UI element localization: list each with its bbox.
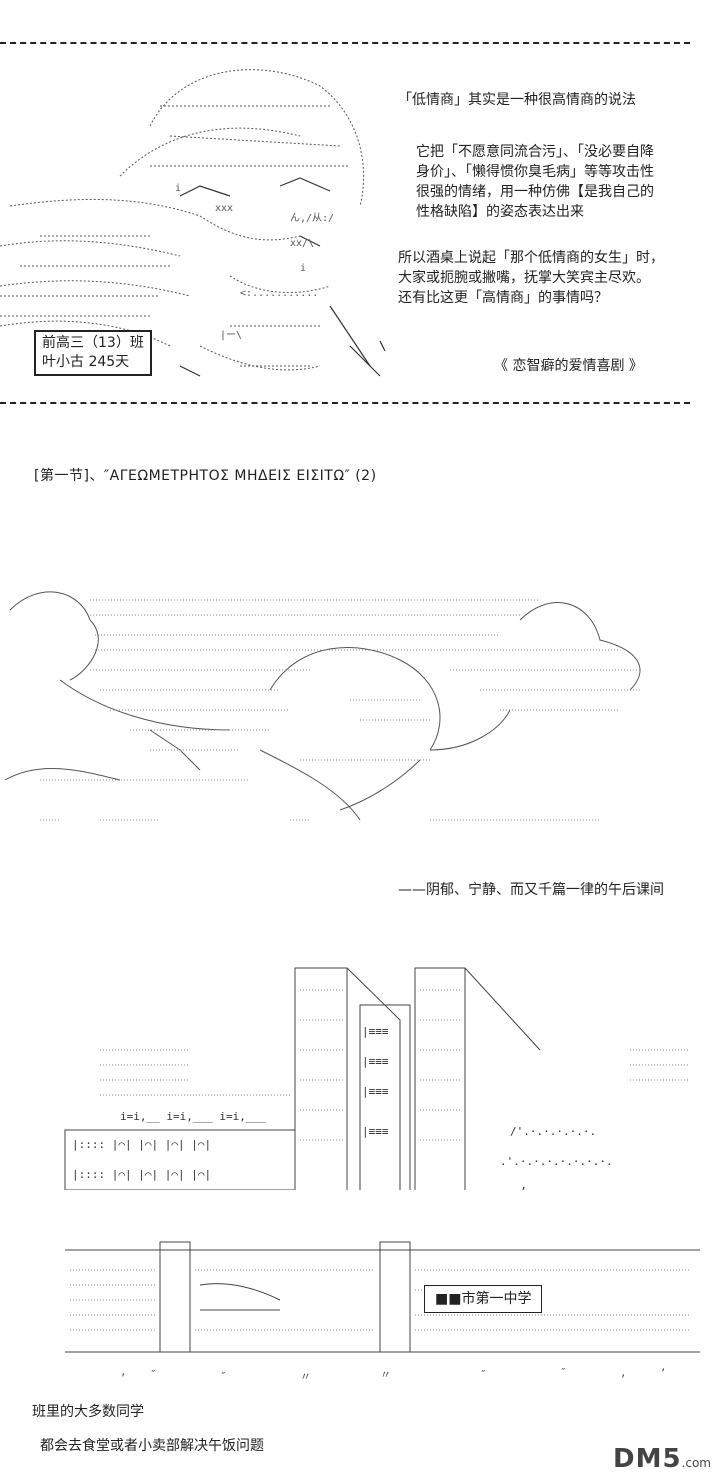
svg-text:|≡≡≡: |≡≡≡ (362, 1025, 389, 1038)
panel1-top-border (0, 42, 690, 44)
svg-text:,: , (660, 1360, 667, 1373)
svg-text:|ー\: |ー\ (220, 330, 242, 341)
site-watermark: DM5.com (613, 1444, 711, 1474)
section-title-text: [第一节]、″ΑΓΕΩΜΕΤΡΗΤΟΣ ΜΗΔΕΙΣ ΕΙΣΙΤΩ″ (2) (34, 468, 377, 484)
narration-line-2: 都会去食堂或者小卖部解决午饭问题 (40, 1436, 264, 1456)
svg-text:|≡≡≡: |≡≡≡ (362, 1085, 389, 1098)
svg-text:″: ″ (150, 1368, 157, 1381)
svg-text:i: i (175, 183, 181, 194)
svg-text:/'.·.·.·.·.·.: /'.·.·.·.·.·. (510, 1125, 596, 1138)
bubble2-line-1: 它把「不愿意同流合污」、「没必要自降 (416, 144, 654, 160)
svg-text:ん,/从:/: ん,/从:/ (290, 212, 334, 224)
panel1-bottom-border (0, 402, 690, 404)
narration-line-2-text: 都会去食堂或者小卖部解决午饭问题 (40, 1438, 264, 1454)
narration-line-1: 班里的大多数同学 (32, 1402, 144, 1422)
afternoon-caption-text: ——阴郁、宁静、而又千篇一律的午后课间 (398, 882, 664, 898)
bubble3-line-2: 大家或扼腕或撇嘴，抚掌大笑宾主尽欢。 (398, 270, 650, 286)
school-name-text: ■■市第一中学 (435, 1291, 532, 1307)
svg-text:i=i,__ i=i,___ i=i,___: i=i,__ i=i,___ i=i,___ (120, 1110, 266, 1123)
svg-text:〃: 〃 (300, 1370, 311, 1383)
svg-text:〃: 〃 (380, 1368, 391, 1381)
bubble2-line-2: 身价」、「懒得惯你臭毛病」等等攻击性 (416, 164, 654, 180)
school-name-sign: ■■市第一中学 (424, 1285, 543, 1313)
speech-bubble-2: 它把「不愿意同流合污」、「没必要自降 身价」、「懒得惯你臭毛病」等等攻击性 很强… (416, 142, 654, 222)
svg-text:.'.·.·.·.·.·.·.·.: .'.·.·.·.·.·.·.·. (500, 1155, 613, 1168)
svg-text:,: , (120, 1365, 127, 1378)
svg-text:,: , (620, 1366, 627, 1379)
character-name-box: 前高三（13）班 叶小古 245天 (34, 330, 152, 376)
bubble2-line-3: 很强的情绪，用一种仿佛【是我自己的 (416, 184, 654, 200)
bubble3-line-1: 所以酒桌上说起「那个低情商的女生」时， (398, 250, 664, 266)
svg-text:xxx: xxx (215, 203, 233, 214)
school-building-ascii-illustration: |≡≡≡ |≡≡≡ |≡≡≡ |≡≡≡ i=i,__ i=i,___ i=i,_… (60, 960, 700, 1190)
svg-text:″: ″ (220, 1370, 227, 1383)
afternoon-caption: ——阴郁、宁静、而又千篇一律的午后课间 (398, 880, 664, 900)
watermark-sub: .com (681, 1456, 711, 1470)
svg-text:|≡≡≡: |≡≡≡ (362, 1125, 389, 1138)
svg-text:″: ″ (480, 1368, 487, 1381)
svg-text:″: ″ (560, 1366, 567, 1379)
speech-bubble-3: 所以酒桌上说起「那个低情商的女生」时， 大家或扼腕或撇嘴，抚掌大笑宾主尽欢。 还… (398, 248, 664, 308)
section-title: [第一节]、″ΑΓΕΩΜΕΤΡΗΤΟΣ ΜΗΔΕΙΣ ΕΙΣΙΤΩ″ (2) (34, 466, 377, 486)
svg-text:ʼ.·.·.·.·.·.·.·.·.·: ʼ.·.·.·.·.·.·.·.·.· (520, 1185, 646, 1190)
svg-text:i: i (300, 263, 306, 274)
svg-text:<:...........: <:........... (240, 288, 318, 299)
name-box-line-2: 叶小古 245天 (42, 354, 130, 370)
school-ground-ascii: , ″ ″ 〃 〃 ″ ″,, (60, 1190, 700, 1400)
svg-text:|≡≡≡: |≡≡≡ (362, 1055, 389, 1068)
bubble2-line-4: 性格缺陷】的姿态表达出来 (416, 204, 584, 220)
bubble1-text: 「低情商」其实是一种很高情商的说法 (398, 92, 636, 108)
svg-text:|:::: |⌒| |⌒| |⌒| |⌒|: |:::: |⌒| |⌒| |⌒| |⌒| (72, 1138, 211, 1151)
cloudy-sky-ascii-illustration (0, 580, 717, 830)
girl-ascii-illustration: i xxx ん,/从:/ xx/\ i <:........... |ー\ (0, 46, 390, 398)
source-caption: 《 恋智癖的爱情喜剧 》 (494, 356, 643, 376)
speech-bubble-1: 「低情商」其实是一种很高情商的说法 (398, 90, 636, 110)
svg-text:xx/\: xx/\ (290, 238, 314, 249)
narration-line-1-text: 班里的大多数同学 (32, 1404, 144, 1420)
name-box-line-1: 前高三（13）班 (42, 335, 144, 351)
source-text: 《 恋智癖的爱情喜剧 》 (494, 358, 643, 374)
watermark-text: DM5 (613, 1444, 682, 1474)
svg-text:|:::: |⌒| |⌒| |⌒| |⌒|: |:::: |⌒| |⌒| |⌒| |⌒| (72, 1168, 211, 1181)
bubble3-line-3: 还有比这更「高情商」的事情吗？ (398, 290, 608, 306)
